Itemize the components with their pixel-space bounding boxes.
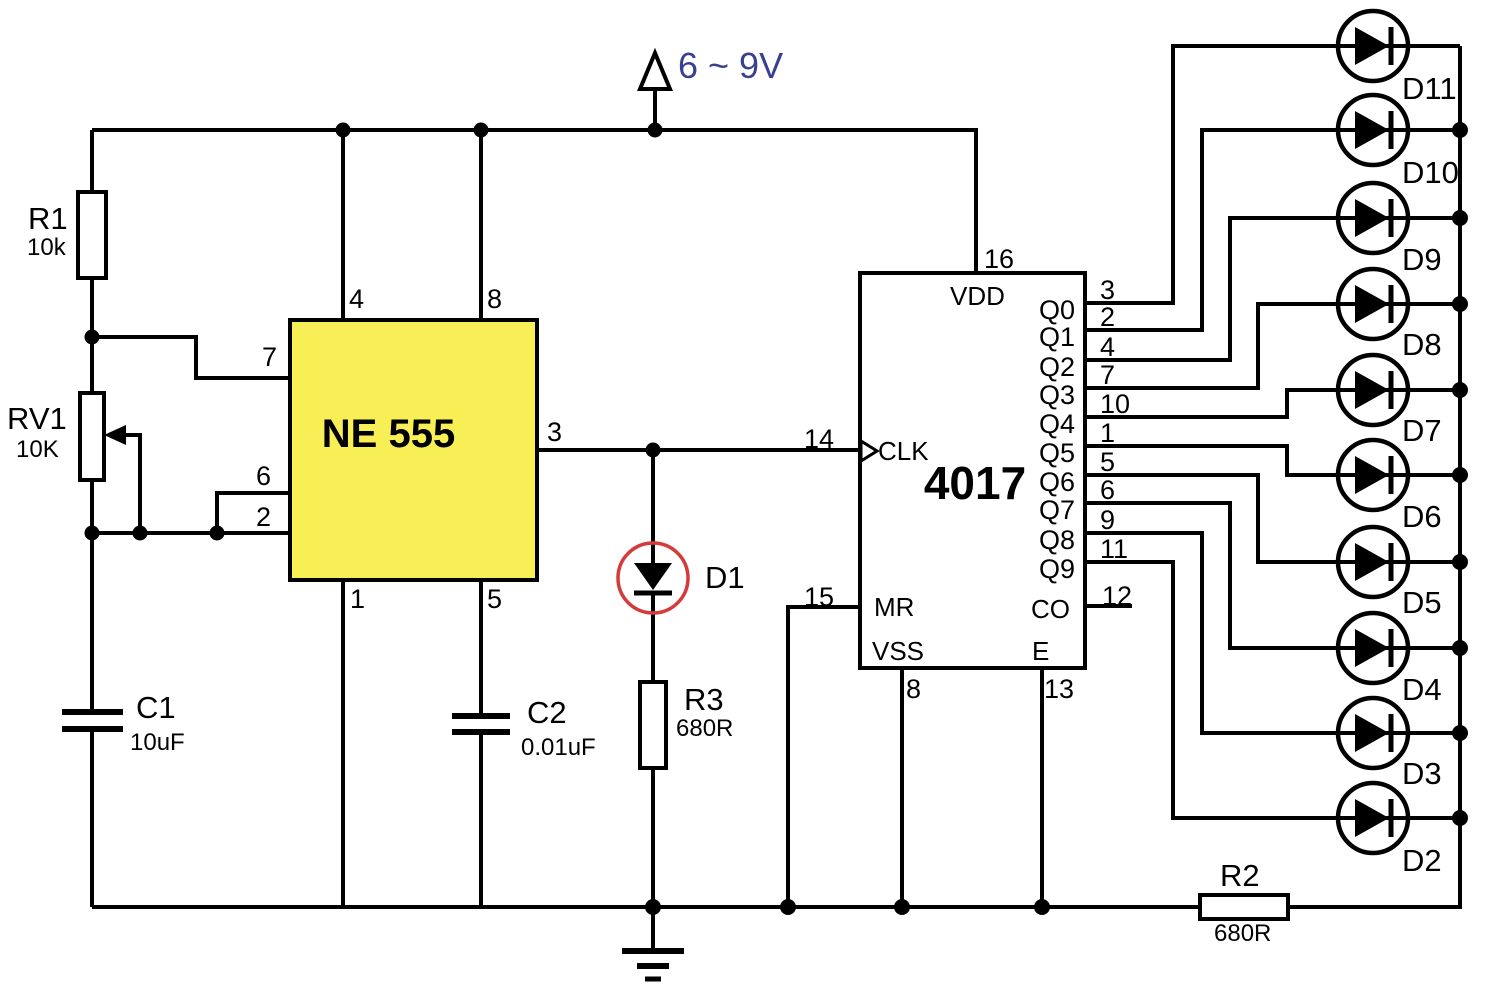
ic4017-e: E (1032, 636, 1050, 666)
ic4017-q9-pin: 11 (1100, 534, 1129, 564)
ic555-pin7: 7 (262, 342, 278, 372)
ic4017-vdd: VDD (950, 281, 1005, 311)
ic4017-q6: Q6 (1038, 467, 1075, 497)
ic4017-q7: Q7 (1038, 495, 1075, 525)
ic4017-q5: Q5 (1038, 438, 1075, 468)
ic555-pin4: 4 (349, 284, 365, 314)
rv1-value: 10K (16, 436, 59, 463)
ic555-pin2: 2 (256, 502, 272, 532)
r1-ref: R1 (28, 201, 68, 236)
c1-plates (62, 709, 123, 732)
ic4017-q0: Q0 (1038, 295, 1075, 325)
d1-ref: D1 (705, 560, 745, 595)
ic4017-pin8: 8 (906, 674, 922, 704)
wires (90, 44, 1462, 909)
led-d4-ref: D4 (1402, 672, 1442, 707)
r1-body (76, 190, 108, 280)
led-d2-ref: D2 (1402, 843, 1442, 878)
clk-arrow-icon (859, 438, 880, 464)
ic4017-q3-pin: 7 (1100, 360, 1116, 390)
ic4017-name: 4017 (923, 457, 1027, 509)
rv1-ref: RV1 (7, 401, 67, 436)
ic4017-q7-pin: 6 (1100, 475, 1116, 505)
power-label: 6 ~ 9V (678, 45, 784, 86)
c2-plates (452, 713, 510, 735)
wire-top-rail (92, 128, 978, 273)
led-d10-ref: D10 (1402, 155, 1459, 190)
ic4017-q1: Q1 (1038, 322, 1075, 352)
ic4017-pin14: 14 (804, 424, 835, 454)
ic4017-q3: Q3 (1038, 380, 1075, 410)
ic555-pin5: 5 (487, 584, 503, 614)
ic4017-body (858, 271, 1087, 670)
wire-q2-d9 (1085, 216, 1460, 362)
r3-value: 680R (676, 715, 734, 742)
ic4017-q9: Q9 (1038, 554, 1075, 584)
ic555-pin3: 3 (547, 417, 563, 447)
r2-body (1198, 893, 1290, 921)
ic555-pin8: 8 (487, 284, 503, 314)
r3-body (638, 680, 668, 770)
ic4017-vss: VSS (872, 636, 925, 666)
ic4017-pin15: 15 (804, 582, 835, 612)
ic4017-co: CO (1031, 594, 1070, 624)
r1-value: 10k (27, 234, 66, 261)
ic4017-q4-pin: 10 (1100, 389, 1131, 419)
wire-rv1-wiper (116, 433, 142, 533)
c1-ref: C1 (136, 690, 176, 725)
led-d5-ref: D5 (1402, 585, 1442, 620)
led-d3-ref: D3 (1402, 756, 1442, 791)
wire-pin6 (215, 491, 290, 533)
wire-q9-d2 (1085, 560, 1460, 820)
ic555-pin1: 1 (350, 584, 366, 614)
d1-symbol (616, 541, 690, 615)
led-symbols (1338, 11, 1408, 853)
ic4017-pin12: 12 (1102, 581, 1133, 611)
c1-value: 10uF (130, 729, 185, 756)
led-d11-ref: D11 (1402, 71, 1457, 106)
ic4017-q0-pin: 3 (1100, 275, 1116, 305)
rv1-wiper-arrow-icon (104, 425, 126, 445)
ic4017-q8-pin: 9 (1100, 505, 1116, 535)
ic4017-pin13: 13 (1044, 674, 1075, 704)
ic4017-q2: Q2 (1038, 352, 1075, 382)
r2-ref: R2 (1220, 858, 1260, 893)
ic4017-q4: Q4 (1038, 409, 1075, 439)
led-d7-ref: D7 (1402, 413, 1442, 448)
junction-dots (84, 122, 1468, 915)
ground-icon (622, 907, 684, 982)
wire-mr (786, 605, 860, 907)
ic4017-q6-pin: 5 (1100, 447, 1116, 477)
wire-q8-d3 (1085, 531, 1460, 735)
r2-value: 680R (1214, 920, 1272, 947)
led-d9-ref: D9 (1402, 242, 1442, 277)
power-arrow-icon (637, 47, 673, 91)
ic4017-clk: CLK (878, 436, 929, 466)
ic555-body (288, 318, 539, 582)
c2-ref: C2 (527, 695, 567, 730)
wire-q7-d4 (1085, 501, 1460, 650)
ic4017-q5-pin: 1 (1100, 418, 1116, 448)
r3-ref: R3 (684, 682, 724, 717)
rv1-body (78, 391, 106, 482)
ic4017-q8: Q8 (1038, 525, 1075, 555)
ic555-pin6: 6 (256, 461, 272, 491)
ic555-name: NE 555 (321, 412, 456, 456)
wire-pin7 (92, 335, 290, 380)
wire-q1-d10 (1085, 128, 1460, 332)
ic4017-mr: MR (874, 592, 915, 622)
ic4017-q1-pin: 2 (1100, 302, 1116, 332)
ic4017-pin16: 16 (984, 244, 1015, 274)
c2-value: 0.01uF (521, 734, 596, 761)
led-d6-ref: D6 (1402, 499, 1442, 534)
led-d8-ref: D8 (1402, 327, 1442, 362)
wire-q0-d11 (1085, 44, 1460, 305)
ic4017-q2-pin: 4 (1100, 332, 1116, 362)
wire-r2-right (1288, 818, 1462, 909)
